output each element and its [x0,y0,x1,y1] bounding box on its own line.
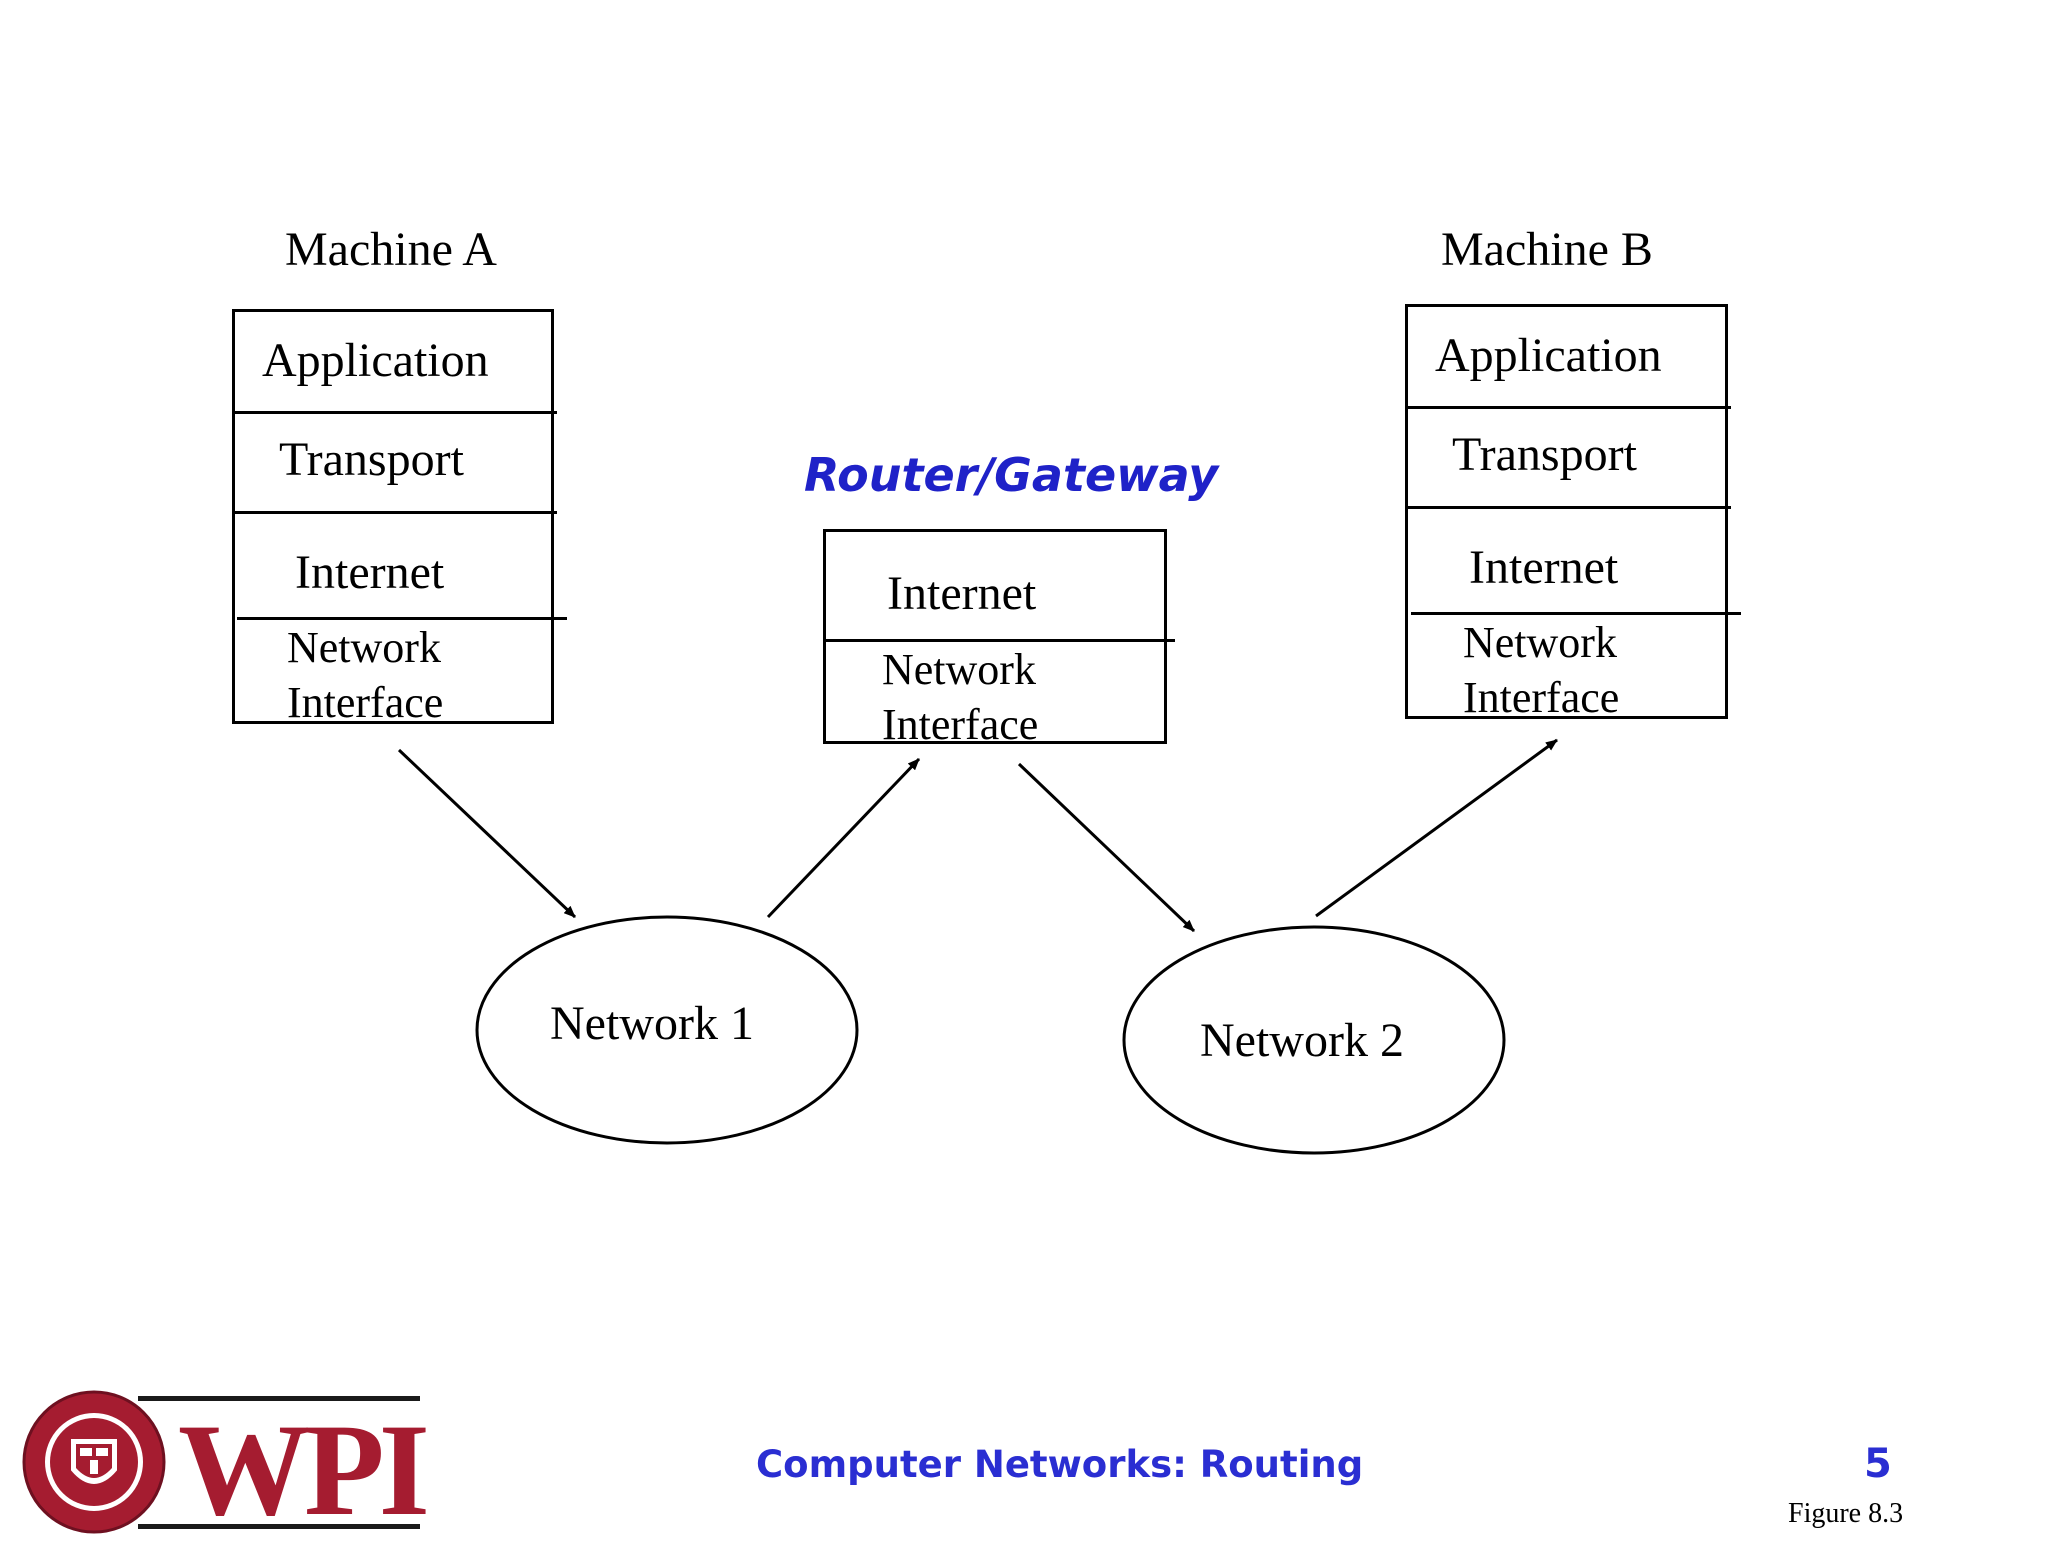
machine-a-application-layer: Application [262,334,489,387]
network-1-label: Network 1 [550,997,754,1050]
wpi-wordmark-underline-top [138,1396,420,1401]
machine-b-ni-line2: Interface [1463,673,1620,722]
machine-b-internet-layer: Internet [1469,541,1619,594]
page-number: 5 [1864,1441,1892,1487]
machine-a-stack: Application Transport Internet Network I… [232,309,567,727]
arrow-icon [397,748,577,919]
wpi-wordmark-underline-bottom [138,1524,420,1529]
machine-b-transport-layer: Transport [1452,428,1637,481]
machine-b-ni-line1: Network [1463,618,1617,667]
network-2-ellipse [1122,925,1506,1155]
machine-b-title: Machine B [1441,223,1653,276]
router-internet-layer: Internet [887,567,1037,620]
arrow-icon [1315,738,1558,918]
machine-a-title: Machine A [285,223,497,276]
router-divider [823,639,1175,642]
network-1-ellipse [475,915,859,1145]
machine-a-ni-line1: Network [287,623,441,672]
machine-a-network-interface-layer: Network Interface [287,620,443,730]
machine-b-divider-3 [1411,612,1741,615]
machine-b-divider-2 [1405,506,1731,509]
network-2-label: Network 2 [1200,1014,1404,1067]
figure-label: Figure 8.3 [1788,1498,1904,1529]
wpi-seal-icon [22,1390,166,1534]
router-ni-line1: Network [882,645,1036,694]
machine-b-divider-1 [1405,406,1731,409]
footer-title: Computer Networks: Routing [756,1443,1364,1486]
machine-a-divider-3 [237,617,567,620]
router-ni-line2: Interface [882,700,1039,749]
machine-a-divider-2 [232,511,557,514]
router-stack: Internet Network Interface [823,529,1175,749]
arrow-icon [1017,762,1196,933]
machine-b-stack: Application Transport Internet Network I… [1405,304,1741,722]
machine-b-application-layer: Application [1435,329,1662,382]
machine-a-internet-layer: Internet [295,546,445,599]
arrow-icon [766,757,921,919]
machine-a-divider-1 [232,411,557,414]
router-network-interface-layer: Network Interface [882,642,1038,752]
wpi-wordmark: WPI [178,1396,430,1543]
router-gateway-title: Router/Gateway [804,448,1219,502]
machine-a-transport-layer: Transport [279,433,464,486]
wpi-logo: WPI [14,1388,430,1543]
machine-b-network-interface-layer: Network Interface [1463,615,1619,725]
machine-a-ni-line2: Interface [287,678,444,727]
